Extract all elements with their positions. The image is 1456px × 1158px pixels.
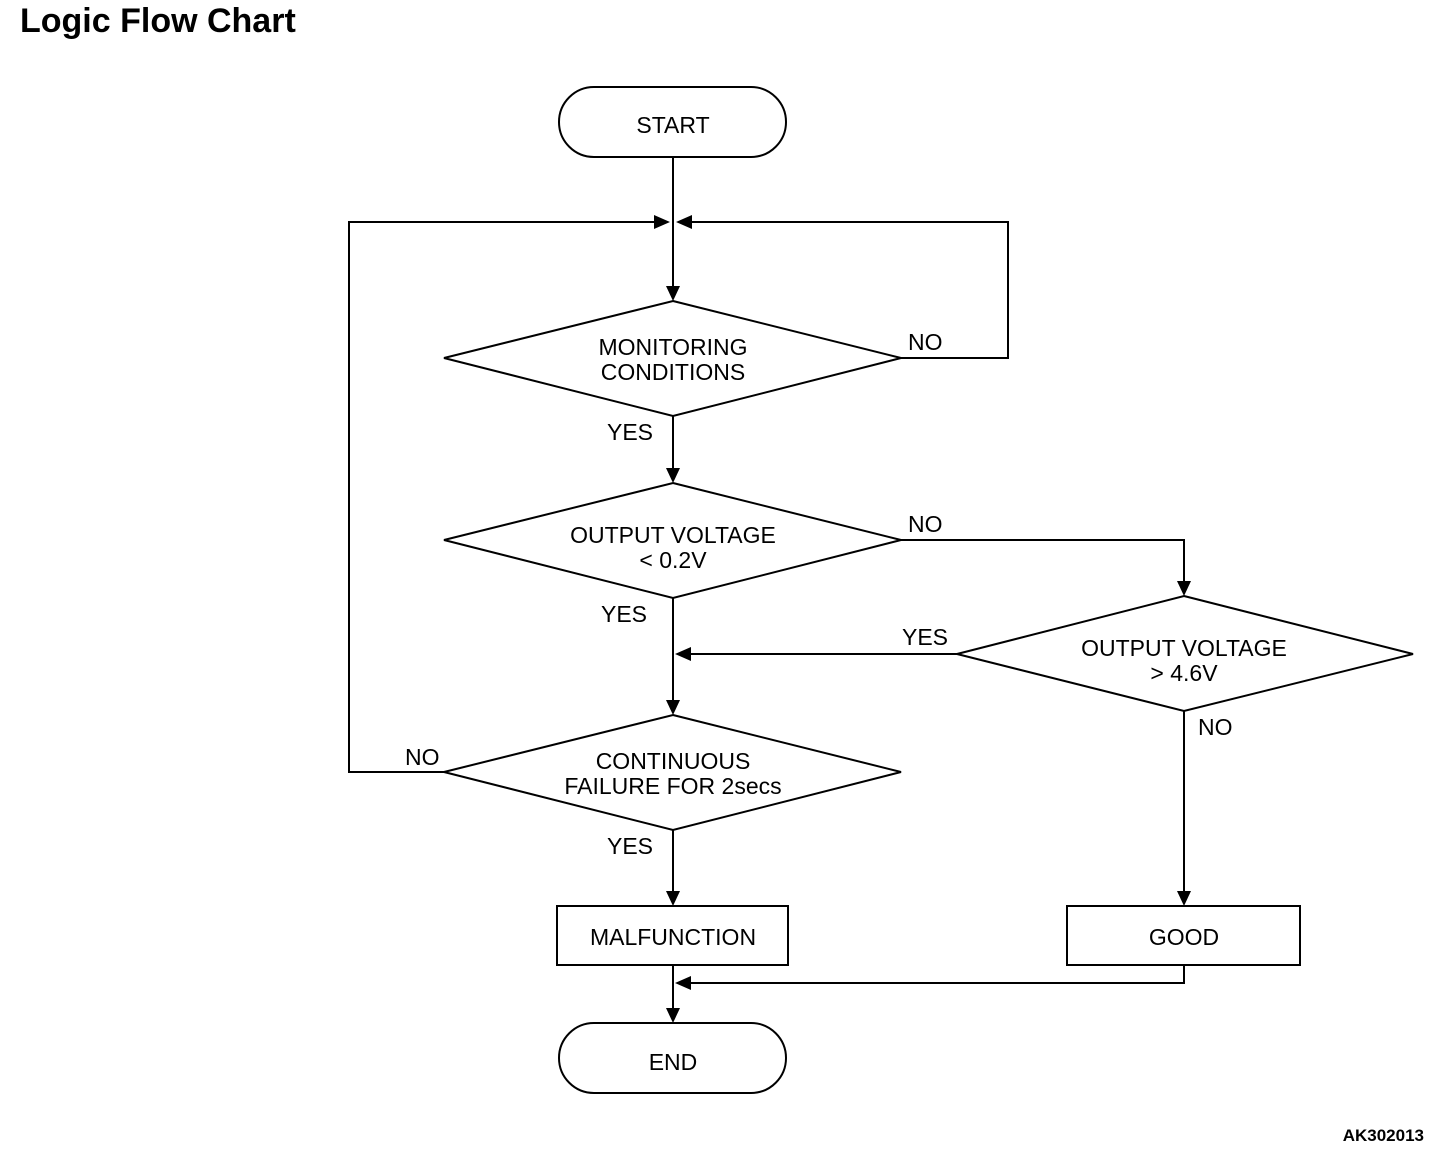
connector-low-v-no (901, 539, 1185, 585)
monitoring-label-line2: CONDITIONS (601, 359, 745, 385)
start-terminal (558, 86, 787, 158)
monitoring-conditions-decision (443, 299, 902, 418)
page-title: Logic Flow Chart (20, 2, 296, 40)
start-label: START (636, 112, 709, 138)
monitoring-no-label: NO (908, 329, 943, 355)
continuous-label-line1: CONTINUOUS (596, 748, 751, 774)
good-box (1066, 905, 1301, 966)
arrow-down-icon (666, 891, 680, 906)
low-voltage-label-line1: OUTPUT VOLTAGE (570, 522, 776, 548)
figure-id: AK302013 (1342, 1126, 1424, 1145)
low-voltage-yes-label: YES (601, 601, 647, 627)
high-voltage-yes-label: YES (902, 624, 948, 650)
arrow-left-icon (675, 647, 691, 661)
high-voltage-no-label: NO (1198, 714, 1233, 740)
arrow-left-icon (676, 215, 692, 229)
continuous-no-label: NO (405, 744, 440, 770)
continuous-failure-decision (443, 713, 902, 832)
malfunction-box (556, 905, 789, 966)
continuous-yes-label: YES (607, 833, 653, 859)
monitoring-yes-label: YES (607, 419, 653, 445)
high-voltage-label-line2: > 4.6V (1150, 660, 1218, 686)
arrow-down-icon (1177, 891, 1191, 906)
monitoring-label-line1: MONITORING (598, 334, 747, 360)
high-voltage-decision (956, 594, 1414, 713)
connector-monitoring-no (688, 221, 1009, 359)
malfunction-label: MALFUNCTION (590, 924, 756, 950)
arrow-down-icon (666, 1008, 680, 1023)
arrow-left-icon (675, 976, 691, 990)
connector-good (688, 965, 1185, 984)
low-voltage-label-line2: < 0.2V (639, 547, 707, 573)
arrow-right-icon (654, 215, 670, 229)
arrow-down-icon (666, 700, 680, 715)
connector-continuous-no (348, 221, 658, 773)
end-terminal (558, 1022, 787, 1094)
arrow-down-icon (666, 286, 680, 301)
continuous-label-line2: FAILURE FOR 2secs (564, 773, 781, 799)
low-voltage-no-label: NO (908, 511, 943, 537)
high-voltage-label-line1: OUTPUT VOLTAGE (1081, 635, 1287, 661)
arrow-down-icon (666, 468, 680, 483)
low-voltage-decision (443, 481, 902, 600)
end-label: END (649, 1049, 698, 1075)
arrow-down-icon (1177, 581, 1191, 596)
good-label: GOOD (1149, 924, 1219, 950)
